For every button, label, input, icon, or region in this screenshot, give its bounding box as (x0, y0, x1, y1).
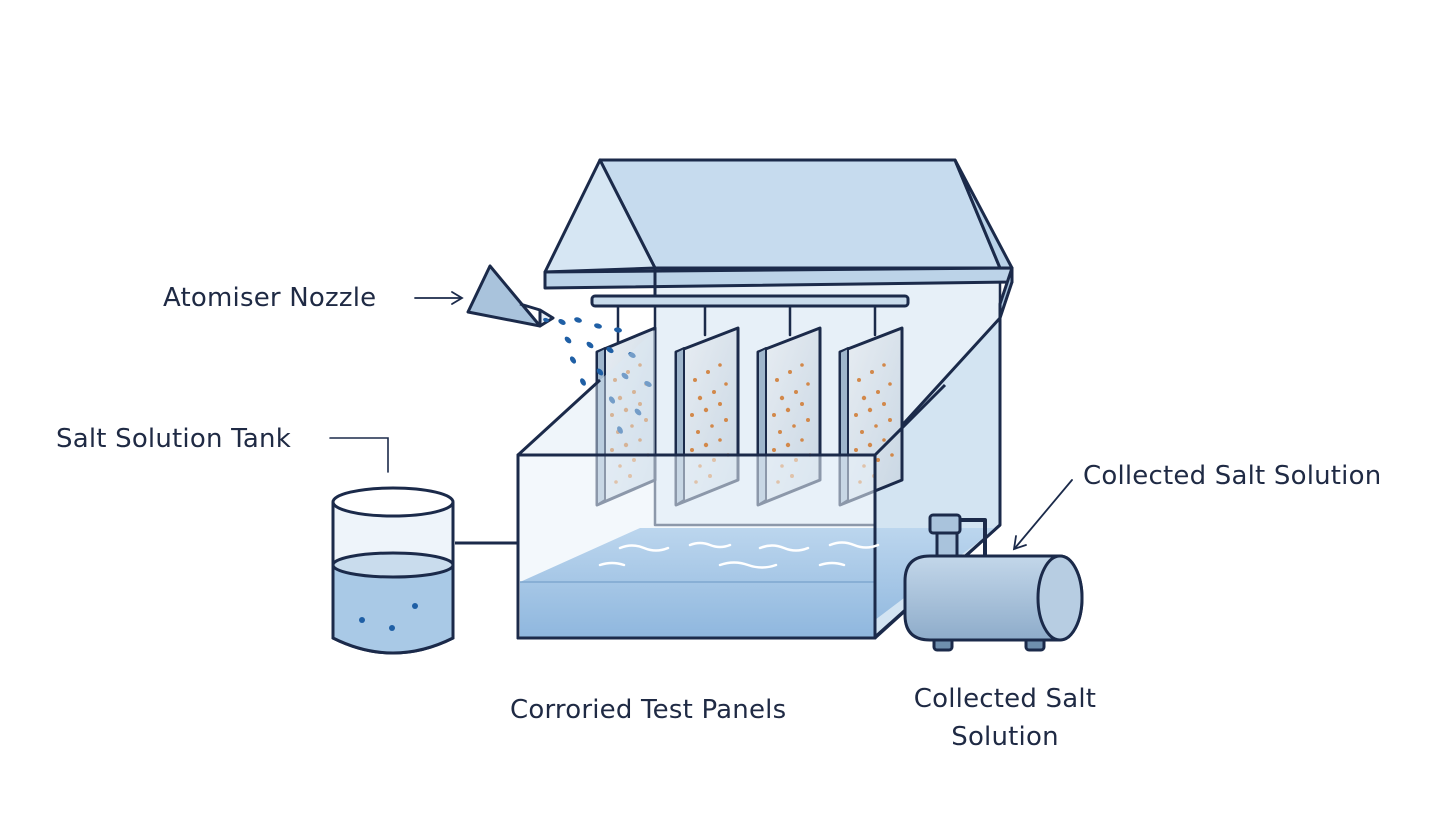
panel-hanger-rail (590, 294, 910, 347)
label-collected-salt-solution-top: Collected Salt Solution (1083, 461, 1382, 491)
salt-spray-droplets (543, 317, 652, 434)
salt-solution-tank-icon (331, 486, 455, 655)
atomiser-nozzle-icon (466, 264, 555, 328)
label-salt-solution-tank: Salt Solution Tank (56, 424, 291, 454)
label-collected-salt-solution-bottom-line1: Collected Salt (913, 684, 1097, 714)
water-ripples (598, 541, 880, 569)
collection-pump-icon (903, 513, 1084, 652)
label-corroded-test-panels: Corroried Test Panels (510, 695, 787, 725)
water-pool (516, 453, 1002, 640)
chamber-roof (543, 158, 1014, 320)
label-atomiser-nozzle: Atomiser Nozzle (163, 283, 377, 313)
label-leader-lines (329, 291, 1073, 551)
label-collected-salt-solution-bottom: Collected Salt Solution (895, 681, 1115, 756)
label-collected-salt-solution-bottom-line2: Solution (951, 721, 1059, 752)
